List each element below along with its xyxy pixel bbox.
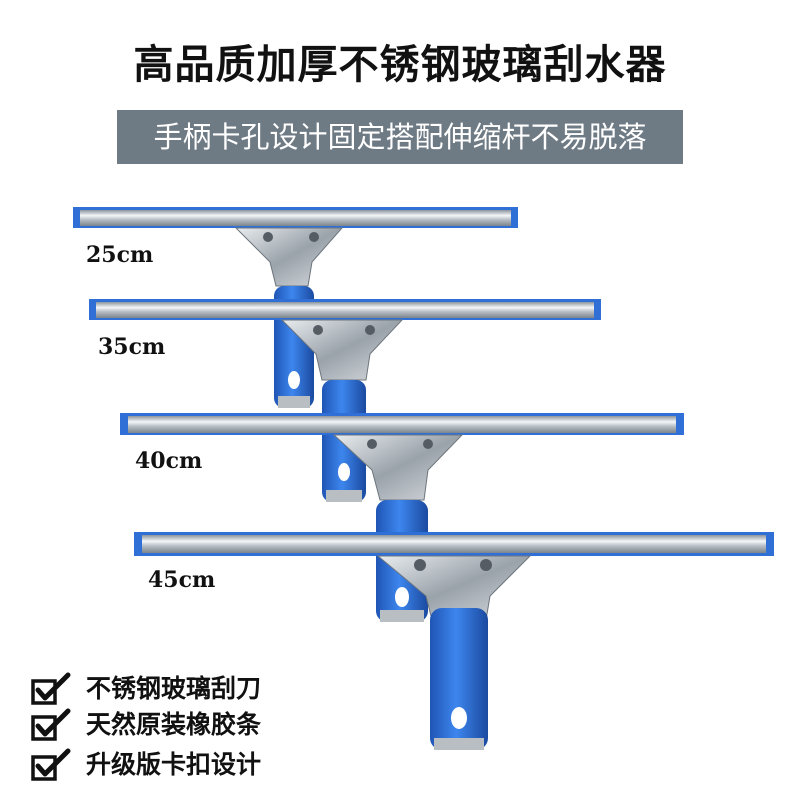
steel-channel [80, 210, 511, 226]
size-label-45cm: 45cm [148, 567, 216, 593]
feature-text: 天然原装橡胶条 [86, 710, 262, 739]
handle-plate [280, 319, 404, 381]
handle-plate [234, 227, 344, 287]
steel-channel [142, 535, 766, 553]
steel-channel [128, 416, 676, 433]
feature-text: 不锈钢玻璃刮刀 [86, 674, 262, 703]
page-title: 高品质加厚不锈钢玻璃刮水器 [133, 42, 667, 88]
feature-text: 升级版卡扣设计 [86, 750, 262, 779]
subtitle-text: 手柄卡孔设计固定搭配伸缩杆不易脱落 [153, 120, 647, 154]
subtitle-bar: 手柄卡孔设计固定搭配伸缩杆不易脱落 [117, 110, 683, 164]
squeegee-45cm [134, 532, 774, 750]
checkbox-checked-icon [31, 748, 71, 781]
checkbox-checked-icon [31, 708, 71, 741]
squeegee-35cm [89, 299, 601, 502]
steel-channel [96, 302, 594, 318]
size-label-35cm: 35cm [98, 334, 166, 360]
size-label-40cm: 40cm [135, 448, 203, 474]
size-label-25cm: 25cm [86, 242, 154, 268]
blue-handle [430, 608, 488, 750]
checkbox-checked-icon [31, 672, 71, 705]
handle-plate [332, 434, 464, 501]
